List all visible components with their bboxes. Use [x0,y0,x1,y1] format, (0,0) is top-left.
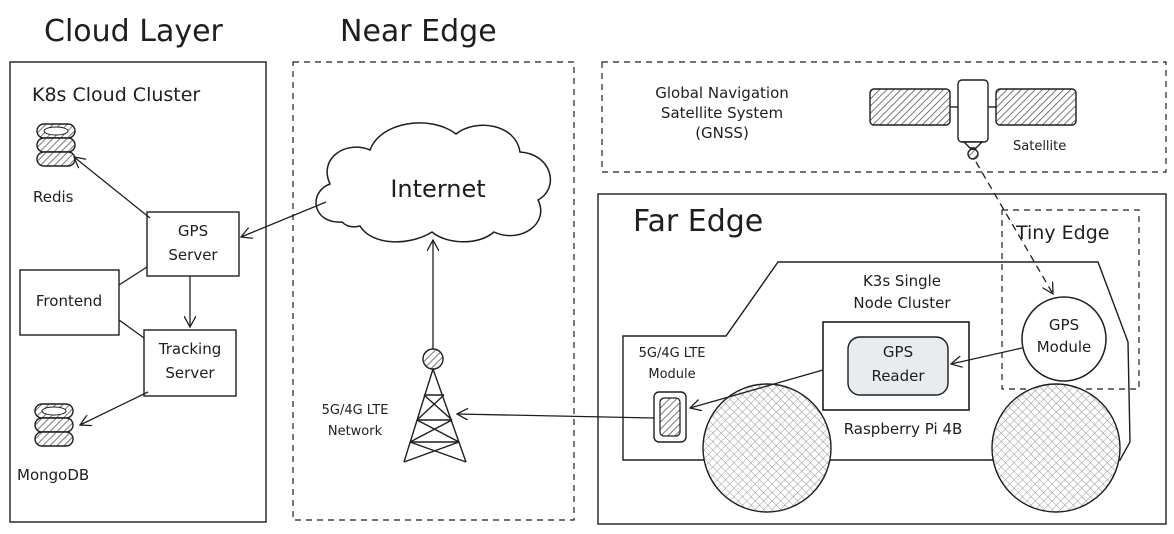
redis-db-icon [36,123,76,167]
gps-module-circle [1021,296,1107,382]
reader-to-module-arrow [690,369,824,408]
far-edge-box [597,193,1167,525]
satellite-icon [869,79,1077,160]
k8s-cluster-label: K8s Cloud Cluster [32,84,201,106]
network-label-1: 5G/4G LTE [321,403,389,418]
tracking-to-mongodb-arrow [80,391,149,425]
cloud-layer-box [9,61,267,523]
network-label-2: Network [327,424,383,439]
redis-label: Redis [33,188,74,206]
cloud-layer-title: Cloud Layer [44,14,223,49]
tracking-server-box [143,329,237,397]
gps-module-label-1: GPS [1048,316,1080,334]
gps-module-to-reader-arrow [951,347,1023,364]
k3s-label-1: K3s Single [862,272,942,290]
frontend-box [19,269,120,336]
satellite-label: Satellite [1013,139,1067,154]
lte-module-label-2: Module [648,367,696,382]
module-to-tower-arrow [457,414,655,418]
gps-server-label-2: Server [168,246,218,264]
gps-module-label-2: Module [1036,338,1092,356]
cell-tower-icon [403,348,467,463]
gps-reader-label-2: Reader [871,367,925,385]
internet-to-gps-arrow [241,201,327,237]
gnss-box [601,61,1167,173]
near-edge-title: Near Edge [340,14,497,49]
satellite-signal-arrow [975,161,1053,294]
gps-reader-box [847,336,949,396]
tracking-server-label-2: Server [165,364,215,382]
tracking-server-label-1: Tracking [158,340,222,358]
gps-server-label-1: GPS [177,222,209,240]
internet-label: Internet [390,175,486,203]
frontend-gps-link [118,266,148,286]
k3s-label-2: Node Cluster [853,294,951,312]
gps-to-redis-arrow [74,157,151,219]
lte-module-label-1: 5G/4G LTE [638,346,706,361]
vehicle-body [622,261,1131,461]
raspberry-pi-label: Raspberry Pi 4B [843,420,963,438]
tiny-edge-box [1001,209,1140,390]
mongodb-label: MongoDB [17,466,90,484]
frontend-label: Frontend [35,292,103,310]
front-wheel [702,383,832,513]
far-edge-title: Far Edge [633,204,764,239]
frontend-tracking-link [118,319,145,339]
gps-server-box [146,211,240,277]
tiny-edge-title: Tiny Edge [1016,222,1110,244]
near-edge-box [292,61,575,521]
gps-reader-label-1: GPS [882,343,914,361]
gnss-label-2: Satellite System [660,104,784,122]
gnss-label-3: (GNSS) [695,124,749,142]
internet-cloud-shape [315,122,552,243]
mongodb-db-icon [34,403,74,447]
gnss-label-1: Global Navigation [655,84,789,102]
rear-wheel [991,383,1121,513]
